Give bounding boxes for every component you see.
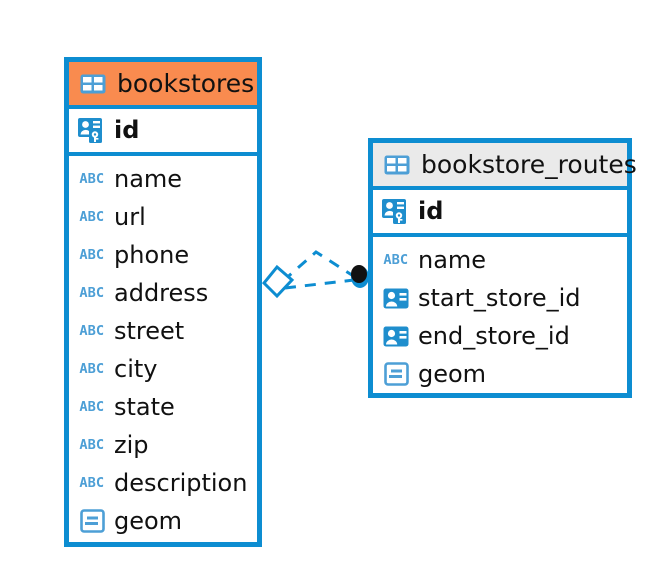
entity-title: bookstores	[117, 69, 255, 98]
field-label: address	[114, 279, 209, 307]
fields-section-bookstores: ABC name ABC url ABC phone AB	[69, 156, 257, 546]
abc-text-icon: ABC	[78, 203, 106, 231]
geometry-icon	[382, 360, 410, 388]
field-label: name	[418, 246, 487, 274]
field-label: geom	[418, 360, 487, 388]
abc-icon-label: ABC	[79, 247, 105, 263]
abc-icon-label: ABC	[79, 361, 105, 377]
table-icon	[79, 70, 107, 98]
table-icon	[383, 151, 411, 179]
relationship-line-lower	[284, 278, 355, 290]
foreign-key-icon	[382, 322, 410, 350]
field-row-city[interactable]: ABC city	[69, 350, 257, 388]
abc-icon-label: ABC	[79, 171, 105, 187]
field-row-address[interactable]: ABC address	[69, 274, 257, 312]
field-label: zip	[114, 431, 149, 459]
abc-text-icon: ABC	[78, 241, 106, 269]
field-label: city	[114, 355, 158, 383]
field-row-state[interactable]: ABC state	[69, 388, 257, 426]
endpoint-ring-icon	[351, 266, 369, 288]
field-label: id	[418, 197, 444, 225]
field-row-id[interactable]: id	[373, 192, 627, 230]
field-row-description[interactable]: ABC description	[69, 464, 257, 502]
abc-icon-label: ABC	[383, 252, 409, 268]
entity-title: bookstore_routes	[421, 150, 637, 179]
filled-circle-icon	[351, 265, 367, 283]
primary-key-section: id	[373, 190, 627, 237]
field-label: end_store_id	[418, 322, 570, 350]
field-row-url[interactable]: ABC url	[69, 198, 257, 236]
abc-icon-label: ABC	[79, 475, 105, 491]
geometry-icon	[78, 507, 106, 535]
entity-bookstore-routes[interactable]: bookstore_routes	[368, 138, 637, 399]
field-label: start_store_id	[418, 284, 581, 312]
field-label: street	[114, 317, 185, 345]
field-row-geom[interactable]: geom	[69, 502, 257, 540]
abc-text-icon: ABC	[382, 246, 410, 274]
field-label: geom	[114, 507, 183, 535]
abc-text-icon: ABC	[78, 431, 106, 459]
abc-icon-label: ABC	[79, 399, 105, 415]
abc-text-icon: ABC	[78, 165, 106, 193]
field-row-geom[interactable]: geom	[373, 355, 627, 393]
field-label: id	[114, 116, 140, 144]
field-label: url	[114, 203, 146, 231]
field-row-name[interactable]: ABC name	[373, 241, 627, 279]
abc-text-icon: ABC	[78, 355, 106, 383]
diamond-outline-icon	[261, 264, 295, 299]
abc-icon-label: ABC	[79, 323, 105, 339]
relationship-line-upper	[282, 250, 356, 283]
abc-icon-label: ABC	[79, 209, 105, 225]
field-label: phone	[114, 241, 190, 269]
entity-header-bookstore-routes[interactable]: bookstore_routes	[373, 143, 637, 190]
entity-bookstores[interactable]: bookstores	[64, 57, 262, 547]
field-row-id[interactable]: id	[69, 111, 257, 149]
field-row-zip[interactable]: ABC zip	[69, 426, 257, 464]
entity-header-bookstores[interactable]: bookstores	[69, 62, 257, 109]
field-label: name	[114, 165, 183, 193]
abc-text-icon: ABC	[78, 393, 106, 421]
abc-icon-label: ABC	[79, 437, 105, 453]
field-label: description	[114, 469, 248, 497]
field-row-start-store-id[interactable]: start_store_id	[373, 279, 627, 317]
foreign-key-icon	[382, 284, 410, 312]
field-row-end-store-id[interactable]: end_store_id	[373, 317, 627, 355]
field-row-name[interactable]: ABC name	[69, 160, 257, 198]
field-row-phone[interactable]: ABC phone	[69, 236, 257, 274]
field-label: state	[114, 393, 175, 421]
field-row-street[interactable]: ABC street	[69, 312, 257, 350]
abc-text-icon: ABC	[78, 317, 106, 345]
abc-icon-label: ABC	[79, 285, 105, 301]
abc-text-icon: ABC	[78, 279, 106, 307]
primary-key-section: id	[69, 109, 257, 156]
abc-text-icon: ABC	[78, 469, 106, 497]
primary-key-icon	[382, 197, 410, 225]
fields-section-bookstore-routes: ABC name start_store_id	[373, 237, 627, 399]
primary-key-icon	[78, 116, 106, 144]
